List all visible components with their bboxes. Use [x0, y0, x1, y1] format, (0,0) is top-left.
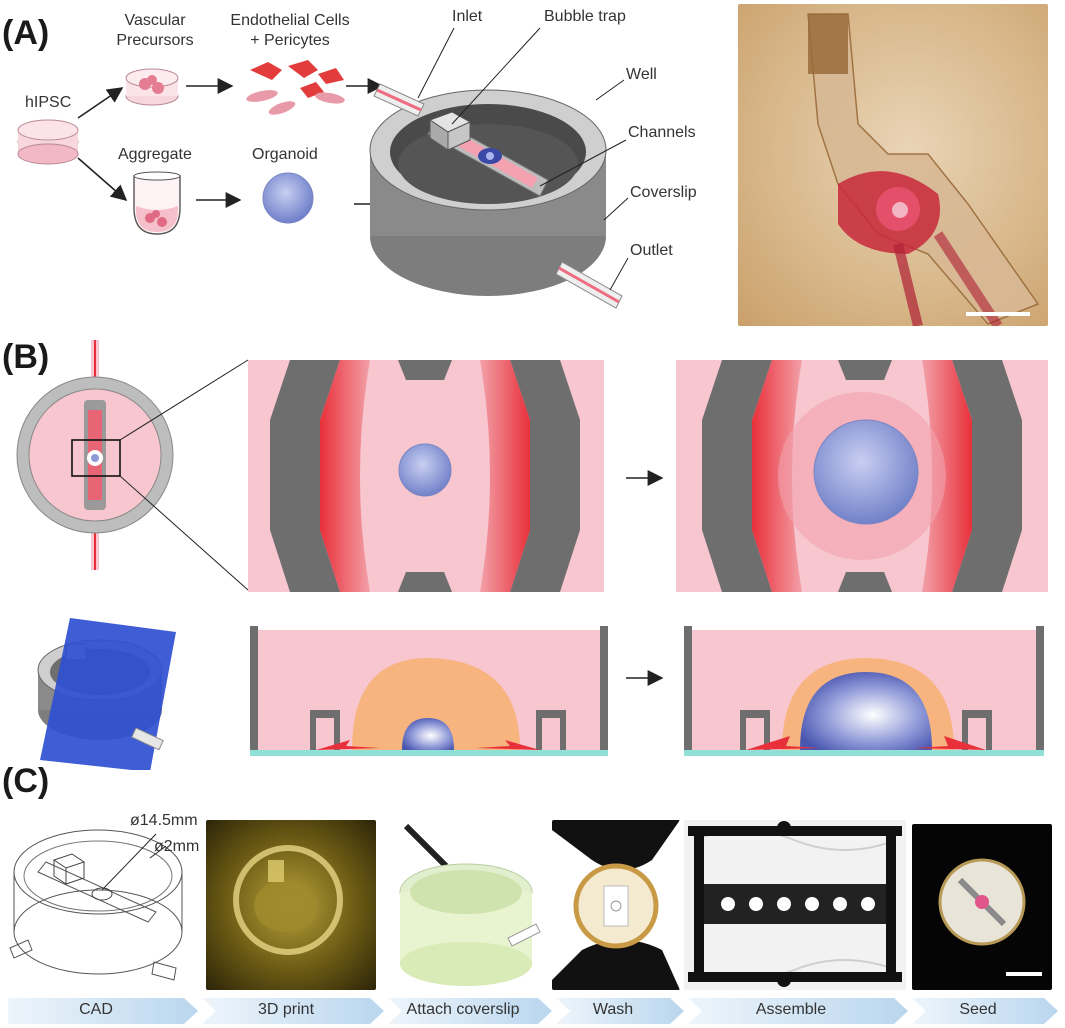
side-view-before	[250, 626, 608, 756]
step-3d-print: 3D print	[257, 1001, 315, 1018]
step-seed: Seed	[959, 1001, 997, 1018]
3d-print-photo	[206, 820, 376, 990]
attach-coverslip-photo	[386, 820, 546, 990]
side-view-after	[684, 626, 1044, 756]
cad-inner-diameter: ø2mm	[154, 838, 200, 855]
cad-drawing-icon	[9, 829, 183, 981]
vascular-precursors-label-1: Vascular	[124, 12, 186, 29]
endothelial-label-2: + Pericytes	[250, 32, 330, 49]
channel-zoom-before	[248, 360, 604, 592]
hipsc-dish-icon	[17, 119, 79, 165]
organoid-label: Organoid	[252, 146, 318, 163]
inlet-label: Inlet	[452, 8, 483, 25]
step-attach-coverslip: Attach coverslip	[406, 1001, 520, 1018]
bubble-trap-label: Bubble trap	[544, 8, 626, 25]
step-cad: CAD	[79, 1001, 113, 1018]
endothelial-cells-icon	[246, 60, 345, 115]
step-wash: Wash	[592, 1001, 634, 1018]
channel-zoom-after	[676, 360, 1048, 592]
assemble-photo	[684, 820, 906, 990]
aggregate-tube-icon	[133, 171, 181, 235]
panel-a-label: (A)	[2, 14, 50, 52]
scale-bar-a	[966, 312, 1030, 316]
panel-b-schematic	[16, 340, 1048, 770]
scale-bar-c	[1006, 972, 1042, 976]
process-arrow-band	[8, 998, 1058, 1024]
well-label: Well	[626, 66, 657, 83]
outlet-label: Outlet	[630, 242, 673, 259]
endothelial-label-1: Endothelial Cells	[230, 12, 350, 29]
device-well-icon	[369, 83, 623, 309]
step-assemble: Assemble	[755, 1001, 827, 1018]
panel-c-label: (C)	[2, 762, 50, 800]
device-photo	[738, 4, 1048, 326]
aggregate-label: Aggregate	[118, 146, 192, 163]
wash-photo	[552, 820, 680, 990]
device-top-view-icon	[16, 340, 174, 570]
panel-a-schematic	[17, 27, 629, 309]
hipsc-label: hIPSC	[25, 94, 72, 111]
channels-label: Channels	[628, 124, 696, 141]
organoid-icon	[262, 172, 314, 224]
coverslip-label: Coverslip	[630, 184, 697, 201]
vascular-precursors-label-2: Precursors	[116, 32, 194, 49]
panel-b-label: (B)	[2, 338, 50, 376]
seed-photo	[912, 824, 1052, 990]
cad-outer-diameter: ø14.5mm	[130, 812, 198, 829]
vascular-precursor-dish-icon	[125, 68, 179, 106]
device-cross-section-icon	[37, 618, 176, 770]
